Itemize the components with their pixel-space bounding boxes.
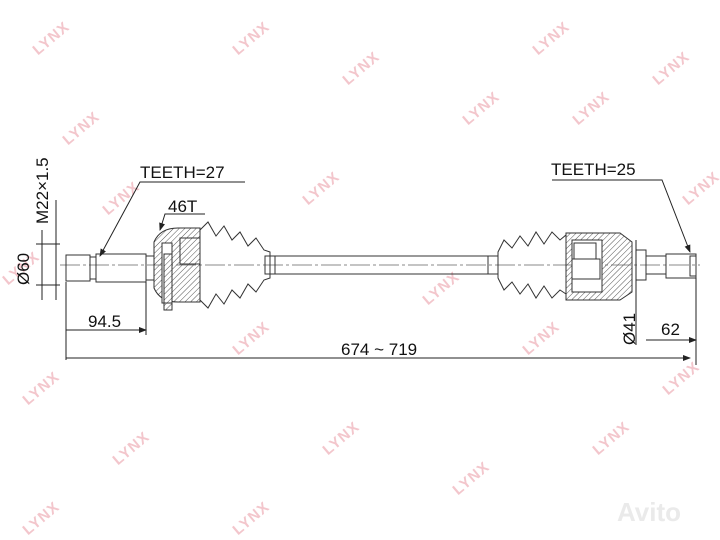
right-teeth-label: TEETH=25 [551, 160, 636, 179]
right-length-label: 62 [661, 320, 680, 339]
avito-logo: Avito [617, 497, 682, 527]
abs-ring-label: 46T [168, 197, 198, 216]
thread-spec-label: M22×1.5 [33, 157, 52, 224]
total-length-label: 674 ~ 719 [341, 340, 418, 359]
left-teeth-label: TEETH=27 [140, 163, 225, 182]
outer-diameter-label: Ø60 [14, 252, 33, 285]
left-length-label: 94.5 [88, 312, 122, 331]
inner-diameter-label: Ø41 [620, 312, 639, 345]
